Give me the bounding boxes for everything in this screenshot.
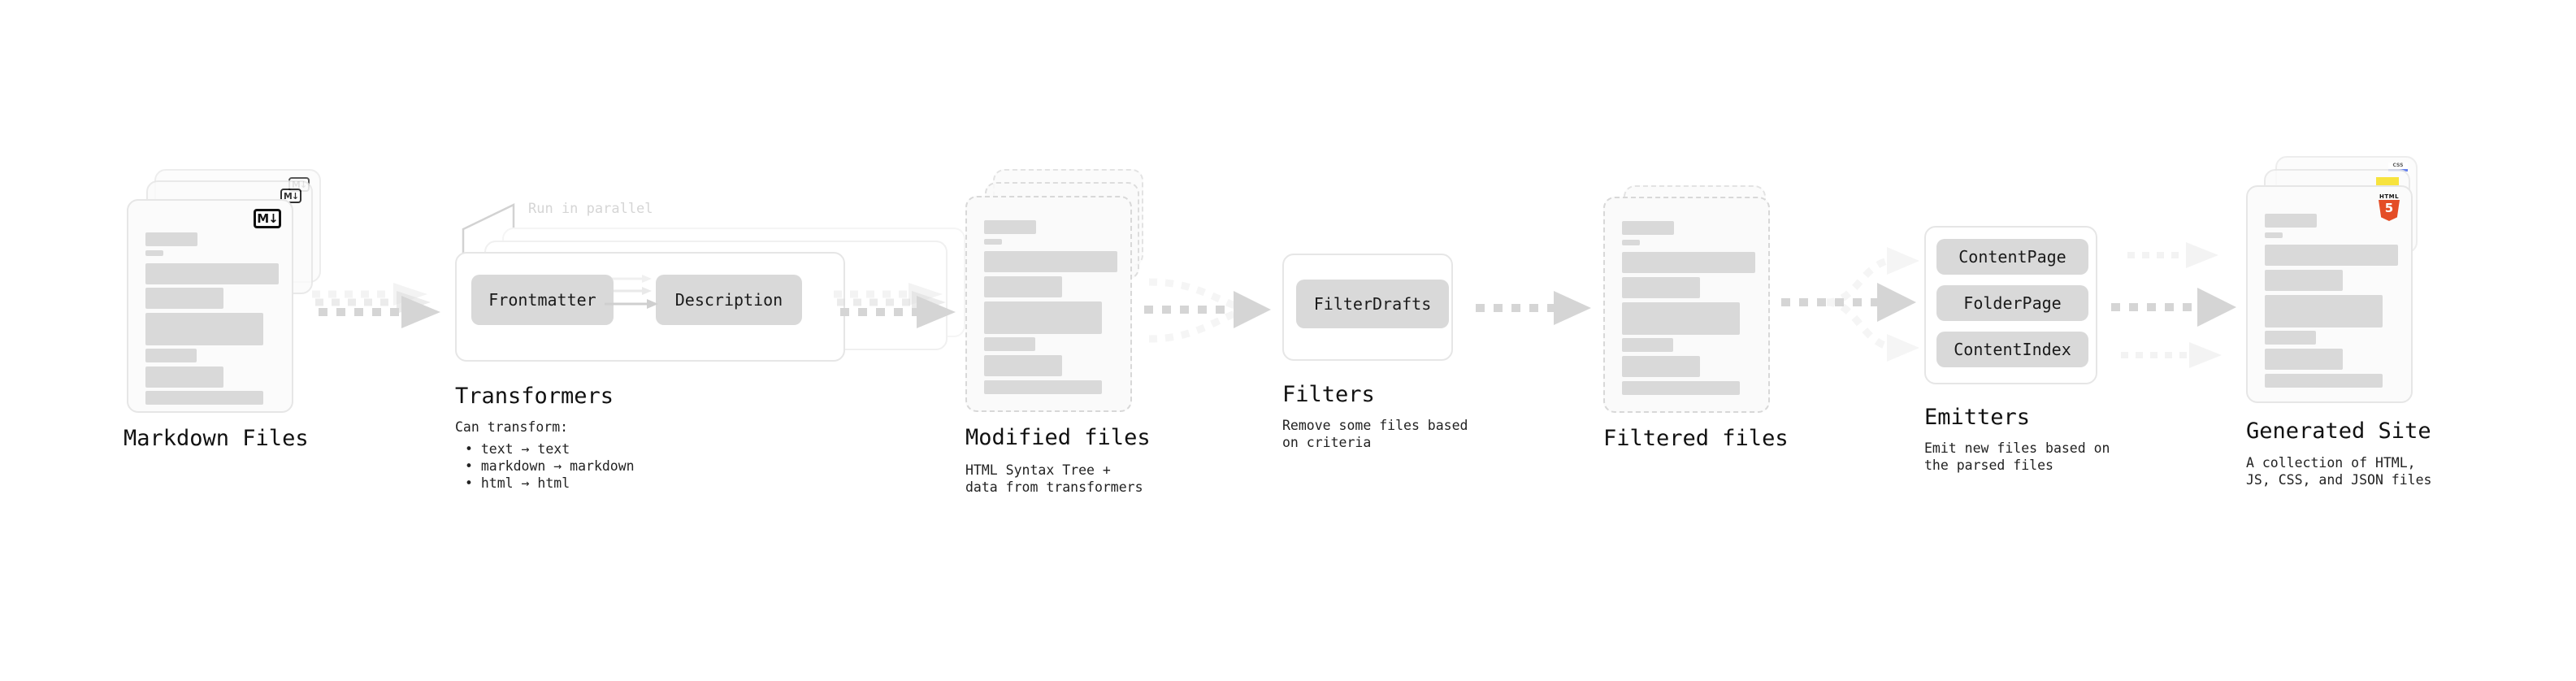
skeleton-bar [145, 313, 263, 345]
run-in-parallel-label: Run in parallel [528, 201, 653, 217]
emitters-title: Emitters [1924, 405, 2031, 430]
skeleton-bar [2265, 270, 2343, 291]
skeleton-bar [984, 239, 1002, 245]
transformers-title: Transformers [455, 384, 614, 409]
arrow-markdown-to-transformers [312, 283, 440, 328]
filtered-files-title: Filtered files [1603, 426, 1789, 451]
transformers-subtitle: Can transform: [455, 419, 569, 435]
skeleton-bar [984, 337, 1035, 351]
skeleton-bar [1622, 302, 1740, 335]
filters-title: Filters [1282, 382, 1375, 407]
skeleton-bar [1622, 277, 1700, 298]
skeleton-bar [145, 391, 263, 405]
markdown-files-title: Markdown Files [124, 426, 309, 451]
bullet-text: • text → text [465, 441, 570, 457]
skeleton-bar [1622, 221, 1674, 235]
bullet-markdown: • markdown → markdown [465, 458, 635, 474]
filters-panel[interactable]: FilterDrafts [1282, 254, 1453, 361]
markdown-doc-front: M↓ [127, 199, 293, 413]
transformer-node-description[interactable]: Description [656, 275, 802, 325]
skeleton-bar [984, 301, 1102, 334]
emitter-node-contentpage[interactable]: ContentPage [1936, 239, 2088, 275]
skeleton-bar [1622, 381, 1740, 395]
transformer-node-frontmatter[interactable]: Frontmatter [471, 275, 614, 325]
skeleton-bar [2265, 295, 2383, 327]
skeleton-bar [1622, 240, 1640, 245]
skeleton-bar [984, 380, 1102, 394]
transformers-bullets: • text → text • markdown → markdown • ht… [465, 440, 635, 492]
html5-icon-caption: HTML [2379, 193, 2400, 200]
skeleton-bar [145, 232, 197, 246]
generated-site-subtitle: A collection of HTML, JS, CSS, and JSON … [2246, 455, 2432, 488]
html5-icon: HTML 5 [2377, 193, 2401, 221]
modified-doc-front [965, 196, 1132, 412]
html5-icon-shield: 5 [2379, 200, 2400, 221]
skeleton-bar [145, 367, 223, 388]
skeleton-bar [984, 276, 1062, 297]
arrow-transformers-to-modified [834, 283, 956, 328]
bullet-html: • html → html [465, 475, 570, 491]
run-in-parallel-bracket [462, 203, 515, 254]
arrow-filtered-to-emitters [1781, 247, 1919, 362]
skeleton-bar [2265, 374, 2383, 388]
modified-files-subtitle: HTML Syntax Tree + data from transformer… [965, 462, 1143, 495]
skeleton-bar [2265, 245, 2398, 266]
arrow-modified-to-filters [1144, 278, 1271, 343]
skeleton-bar [2265, 331, 2316, 345]
skeleton-bar [145, 288, 223, 309]
markdown-icon: M↓ [254, 209, 281, 228]
emitters-panel[interactable]: ContentPage FolderPage ContentIndex [1924, 226, 2097, 384]
arrow-filters-to-filtered [1476, 291, 1591, 325]
transformer-internal-arrows [605, 275, 658, 309]
skeleton-bar [2265, 232, 2283, 238]
emitter-node-contentindex[interactable]: ContentIndex [1936, 332, 2088, 367]
skeleton-bar [145, 349, 197, 362]
skeleton-bar [145, 263, 279, 284]
modified-files-title: Modified files [965, 425, 1151, 450]
skeleton-bar [984, 251, 1117, 272]
transformer-panel-front[interactable]: Frontmatter Description [455, 252, 845, 362]
skeleton-bar [1622, 356, 1700, 377]
emitter-node-folderpage[interactable]: FolderPage [1936, 285, 2088, 321]
arrow-emitters-to-site [2111, 242, 2236, 368]
filtered-doc-front [1603, 197, 1770, 413]
skeleton-bar [145, 250, 163, 256]
skeleton-bar [1622, 338, 1673, 352]
skeleton-bar [2265, 214, 2317, 228]
skeleton-bar [984, 355, 1062, 376]
skeleton-bar [984, 220, 1036, 234]
skeleton-bar [1622, 252, 1755, 273]
filters-subtitle: Remove some files based on criteria [1282, 418, 1468, 450]
generated-doc-html: HTML 5 [2246, 185, 2413, 403]
generated-site-title: Generated Site [2246, 419, 2431, 444]
skeleton-bar [2265, 349, 2343, 370]
filter-node-filterdrafts[interactable]: FilterDrafts [1296, 280, 1449, 328]
emitters-subtitle: Emit new files based on the parsed files [1924, 440, 2110, 473]
